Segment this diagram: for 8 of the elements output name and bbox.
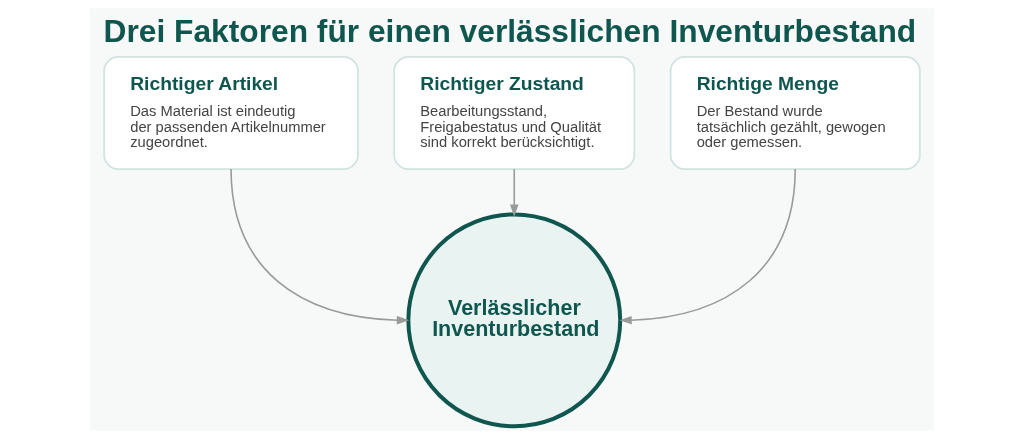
node-circle: Verlässlicher Inventurbestand <box>406 212 623 429</box>
node-box: Richtiger Artikel Das Material ist eindeutig der passenden Artikelnummer zugeordnet. <box>103 56 359 170</box>
node-box: Richtige Menge Der Bestand wurde tatsächlich gezählt, gewogen oder gemessen. <box>669 56 921 170</box>
arrow <box>230 168 410 325</box>
node-box: Richtiger Zustand Bearbeitungsstand, Freigabestatus und Qualität sind korrekt berücksichtigt. <box>393 56 636 170</box>
arrow <box>619 168 796 325</box>
arrow <box>509 168 519 217</box>
diagram-title: Drei Faktoren für einen verlässlichen Inventurbestand <box>103 12 917 49</box>
